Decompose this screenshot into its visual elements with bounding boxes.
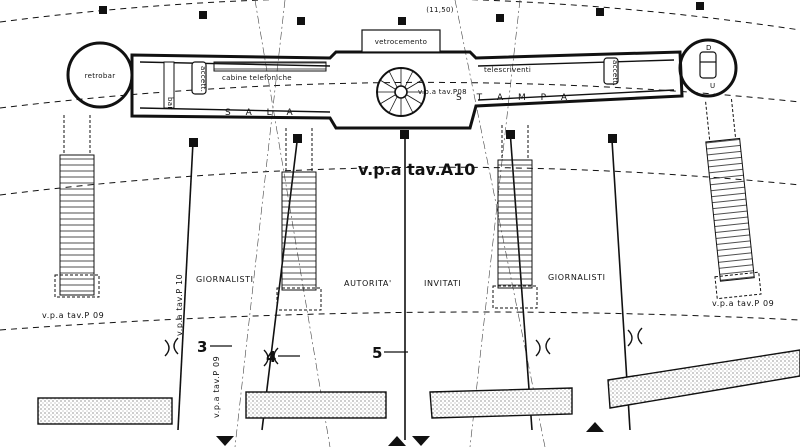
bottom-arrows bbox=[216, 422, 604, 446]
vetrocemento-box bbox=[361, 29, 441, 53]
label-accett-left: accett. bbox=[199, 66, 207, 92]
right-tower-detail bbox=[699, 51, 717, 79]
page-title: v.p.a tav.A10 bbox=[358, 160, 475, 179]
column-markers-top bbox=[99, 2, 704, 25]
number-markers bbox=[210, 345, 408, 357]
label-vpa-p08: v.p.a tav.P08 bbox=[418, 88, 467, 96]
column-markers-mid bbox=[189, 130, 617, 147]
accett-counters bbox=[191, 57, 619, 95]
label-giornalisti-left: GIORNALISTI bbox=[196, 275, 254, 284]
label-accett-right: accett. bbox=[611, 60, 619, 86]
label-elevation: (11,50) bbox=[426, 6, 454, 14]
label-vetrocemento: vetrocemento bbox=[375, 38, 428, 46]
label-stampa: S T A M P A bbox=[456, 93, 573, 103]
spiral-staircase bbox=[376, 67, 426, 117]
label-number-5: 5 bbox=[372, 344, 382, 362]
label-bar: bar bbox=[166, 97, 174, 110]
label-number-3: 3 bbox=[197, 338, 207, 356]
label-telescriventi: telescriventi bbox=[484, 66, 531, 74]
stair-ladders bbox=[54, 99, 762, 311]
label-tower-u: U bbox=[710, 82, 715, 90]
label-vpa-p09-right: v.p.a tav.P 09 bbox=[712, 299, 774, 308]
label-autorita: AUTORITA' bbox=[344, 279, 392, 288]
label-sala: S A L A bbox=[225, 108, 299, 118]
gate-symbols bbox=[164, 327, 643, 367]
label-number-4: 4 bbox=[266, 348, 276, 366]
label-retrobar: retrobar bbox=[85, 72, 116, 80]
label-tower-d: D bbox=[706, 44, 712, 52]
label-vpa-p09-vertical: v.p.a tav.P 09 bbox=[212, 356, 221, 418]
label-vpa-p10-vertical: v.p.a tav.P 10 bbox=[175, 274, 184, 336]
bar-counter bbox=[163, 61, 175, 109]
label-cabine: cabine telefoniche bbox=[222, 74, 292, 82]
label-vpa-p09-bottom: v.p.a tav.P 09 bbox=[42, 311, 104, 320]
label-invitati: INVITATI bbox=[424, 279, 461, 288]
telephone-cabins bbox=[213, 61, 327, 72]
label-giornalisti-right: GIORNALISTI bbox=[548, 273, 606, 282]
bottom-walls bbox=[37, 349, 800, 425]
grid-arcs bbox=[0, 0, 800, 331]
